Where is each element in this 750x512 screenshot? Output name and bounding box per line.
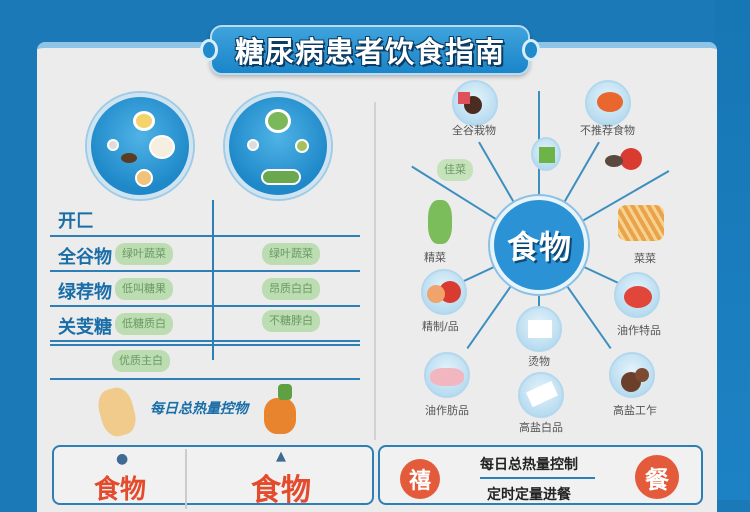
- tip-divider: [480, 477, 595, 479]
- card-divider: [185, 449, 187, 509]
- refined-product-icon: [421, 269, 467, 315]
- processed-food-icon: [609, 352, 655, 398]
- food-pill: 低糖质白: [115, 313, 173, 335]
- node-label: 精制/品: [422, 320, 459, 333]
- celery-icon: [531, 137, 561, 171]
- badge-right: 餐: [635, 455, 679, 499]
- category-label: 绿荐物: [58, 282, 112, 303]
- food-pill: 绿叶蔬菜: [262, 243, 320, 265]
- node-label: 烫物: [528, 355, 550, 368]
- food-pill: 优质主白: [112, 350, 170, 372]
- food-pill: 低叫糖果: [115, 278, 173, 300]
- carrot-icon: [264, 398, 296, 434]
- node-label: 全谷栽物: [452, 124, 496, 137]
- food-pill: 不糖脖白: [262, 310, 320, 332]
- background-strip: [715, 0, 750, 500]
- row-line: [50, 378, 360, 380]
- circle-marker-icon: ●: [116, 451, 129, 467]
- node-label: 高盐工乍: [613, 404, 657, 417]
- node-label: 油作肪品: [425, 404, 469, 417]
- not-recommended-food-icon: [585, 80, 631, 126]
- food-label: 食物: [94, 475, 147, 505]
- salt-product-icon: [518, 372, 564, 418]
- apple-icon: [620, 148, 642, 170]
- meat-icon: [424, 352, 470, 398]
- tip-line-1: 每日总热量控制: [480, 457, 578, 473]
- scroll-curl-right-icon: [522, 39, 540, 61]
- whole-grain-icon: [452, 80, 498, 126]
- tomato-icon: [614, 272, 660, 318]
- food-hub: 食物: [490, 196, 588, 294]
- starch-icon: [516, 306, 562, 352]
- section-label: 开匚: [58, 211, 94, 232]
- table-divider: [212, 200, 214, 360]
- category-label: 关芰糖: [58, 317, 112, 338]
- title-banner: 糖尿病患者饮食指南: [200, 25, 540, 75]
- node-label: 油作特品: [617, 324, 661, 337]
- row-line: [50, 305, 360, 307]
- food-pill: 昂质白白: [262, 278, 320, 300]
- badge-left: 禧: [400, 459, 440, 499]
- nut-icon: [605, 155, 623, 167]
- page-title: 糖尿病患者饮食指南: [234, 35, 505, 69]
- node-label: 精菜: [424, 251, 446, 264]
- hub-label: 食物: [506, 228, 571, 266]
- plate-illustration-left: [87, 93, 193, 199]
- node-label: 高盐白品: [519, 421, 563, 434]
- bottom-card-right: 禧 每日总热量控制 定时定量进餐 餐: [378, 445, 703, 505]
- food-pill: 绿叶蔬菜: [115, 243, 173, 265]
- carrot-leaves-icon: [278, 384, 292, 400]
- triangle-marker-icon: ▲: [276, 449, 286, 464]
- node-label-pill: 佳菜: [437, 159, 473, 181]
- section-divider: [374, 102, 376, 440]
- plate-illustration-right: [225, 93, 331, 199]
- vegetable-icon: [428, 200, 452, 244]
- footer-label: 每日总热量控物: [150, 401, 248, 417]
- fries-icon: [618, 205, 664, 241]
- row-line: [50, 340, 360, 342]
- row-line: [50, 344, 360, 346]
- row-line: [50, 235, 360, 237]
- bottom-card-left: ● 食物 ▲ 食物: [52, 445, 374, 509]
- row-line: [50, 270, 360, 272]
- category-label: 全谷物: [58, 247, 112, 268]
- food-label: 食物: [251, 473, 311, 508]
- tip-line-2: 定时定量进餐: [487, 487, 571, 503]
- node-label: 菜菜: [634, 252, 656, 265]
- node-label: 不推荐食物: [580, 124, 635, 137]
- scroll-curl-left-icon: [200, 39, 218, 61]
